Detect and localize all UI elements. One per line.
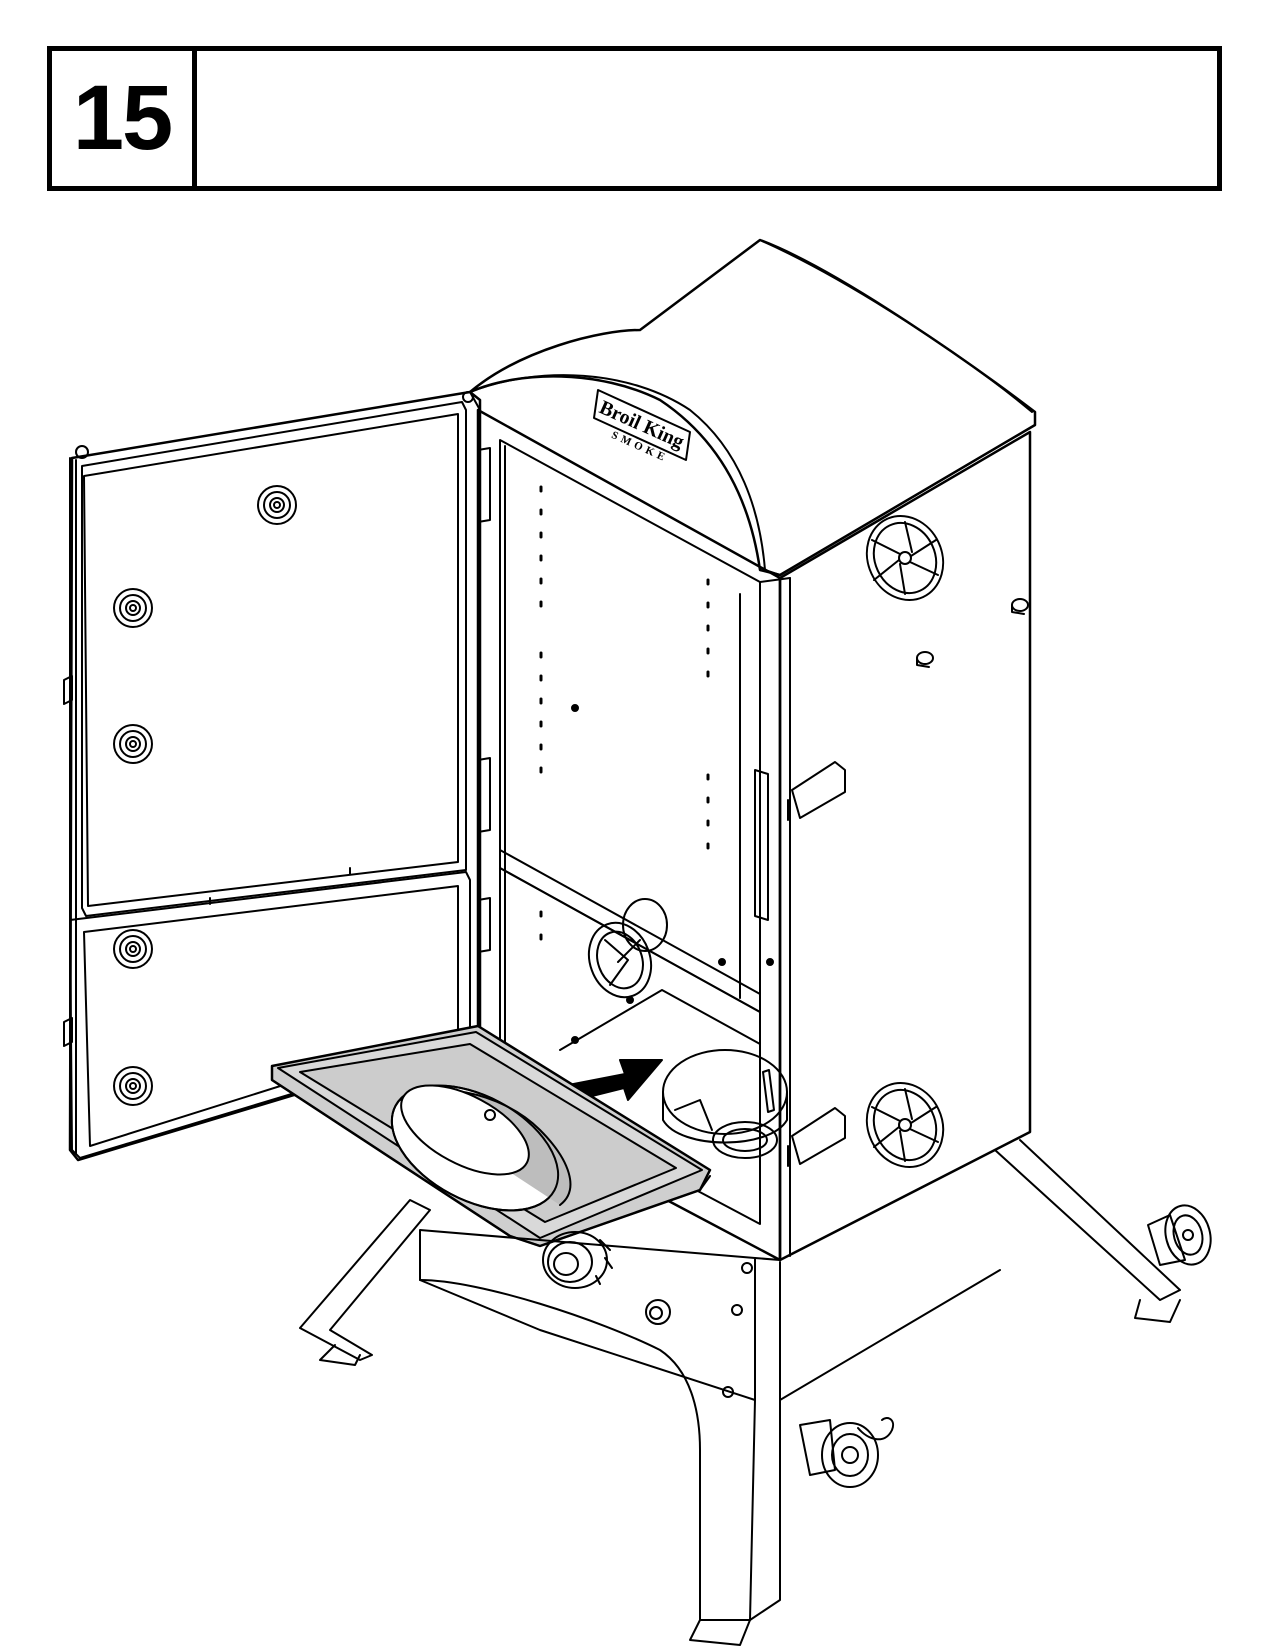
side-vent-icon: [865, 515, 945, 1168]
step-number: 15: [52, 51, 197, 186]
side-peg-icon: [916, 598, 1029, 668]
smoker-base: [419, 1229, 781, 1401]
door-damper-icon: [113, 485, 297, 1106]
hook-icon: [857, 1417, 894, 1441]
smoker-tray: [270, 1024, 712, 1248]
igniter-button-icon: [645, 1299, 671, 1325]
burner-bowl: [662, 1049, 788, 1159]
smoker-legs: [299, 1139, 1181, 1646]
step-header: 15: [47, 46, 1222, 191]
wheel-icon: [799, 1204, 1212, 1488]
control-knob-icon: [542, 1231, 613, 1289]
smoker-roof: [468, 238, 1037, 577]
rear-vent-icon: [587, 898, 668, 999]
